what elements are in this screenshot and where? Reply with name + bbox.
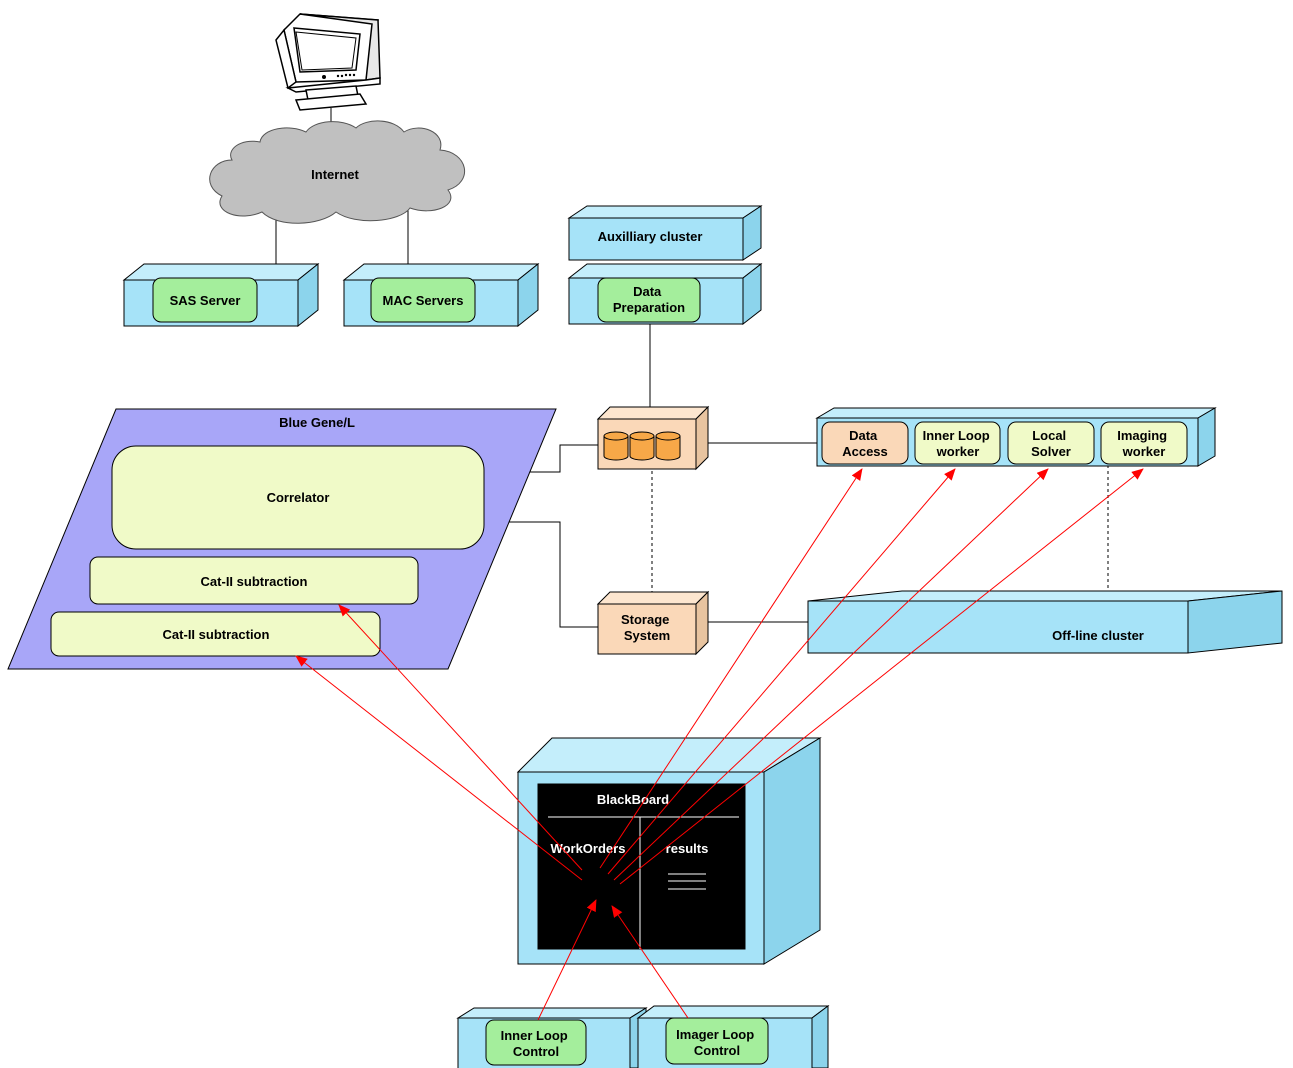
mac-servers-component (370, 277, 476, 323)
cat-subtraction-upper-label: Cat-II subtraction (201, 574, 308, 589)
data-access-line-1: Data (849, 428, 878, 443)
inner-loop-control-component (485, 1019, 587, 1066)
inner-loop-worker-label: Inner Loop worker (923, 428, 994, 459)
data-preparation-line-1: Data (633, 284, 662, 299)
workorder-arrows (295, 468, 1144, 1021)
sas-server-component (152, 277, 258, 323)
arrow-to-data-access (599, 468, 863, 869)
imaging-worker-component (1100, 421, 1188, 465)
arrow-to-local-solver (613, 468, 1049, 881)
imaging-worker-label: Imaging worker (1117, 428, 1170, 459)
local-solver-line-2: Solver (1031, 444, 1071, 459)
arrow-to-cat-upper (338, 604, 583, 871)
imaging-worker-line-2: worker (1122, 444, 1166, 459)
data-preparation-line-2: Preparation (613, 300, 685, 315)
blackboard-title: BlackBoard (597, 792, 669, 807)
imager-loop-control-line-2: Control (694, 1043, 740, 1058)
inner-loop-worker-line-1: Inner Loop (923, 428, 990, 443)
inner-loop-control-line-2: Control (513, 1044, 559, 1059)
storage-system-line-2: System (624, 628, 670, 643)
storage-disks-node (596, 405, 710, 471)
inner-loop-worker-line-2: worker (936, 444, 980, 459)
cloud-shape (209, 120, 465, 224)
imager-loop-control-line-1: Imager Loop (676, 1027, 754, 1042)
arrow-to-imaging-worker (619, 468, 1144, 885)
inner-loop-worker-component (914, 421, 1001, 465)
offline-cluster-label: Off-line cluster (1052, 628, 1144, 643)
cat-subtraction-lower-label: Cat-II subtraction (163, 627, 270, 642)
data-preparation-component (597, 277, 701, 323)
arrow-to-cat-lower (295, 655, 583, 881)
cat-subtraction-upper (89, 556, 419, 605)
internet-cloud: Internet (209, 120, 465, 224)
data-preparation-node: Data Preparation (567, 262, 763, 326)
arrow-to-inner-loop-worker (607, 468, 956, 875)
mac-servers-label: MAC Servers (383, 293, 464, 308)
sas-server-label: SAS Server (170, 293, 241, 308)
auxiliary-cluster-label: Auxilliary cluster (598, 229, 703, 244)
workorders-label: WorkOrders (551, 841, 626, 856)
data-access-component (821, 421, 909, 465)
compute-cluster-node: Data Access Inner Loop worker Local Solv… (815, 407, 1217, 467)
arrow-from-inner-loop-control (537, 899, 597, 1021)
monitor-icon (275, 13, 381, 111)
local-solver-line-1: Local (1032, 428, 1066, 443)
blackboard-node: BlackBoard WorkOrders results (516, 737, 822, 965)
data-preparation-label: Data Preparation (613, 284, 685, 315)
results-list-icon (668, 873, 706, 890)
mac-servers-node: MAC Servers (342, 262, 540, 328)
storage-system-line-1: Storage (621, 612, 669, 627)
data-access-label: Data Access (842, 428, 888, 459)
arrow-from-imager-loop-control (611, 905, 689, 1019)
bluegene-node: Blue Gene/L Correlator Cat-II subtractio… (7, 408, 557, 670)
imager-loop-control-component (665, 1017, 769, 1065)
correlator-to-storage-system-line (484, 521, 598, 628)
disk-icon (603, 431, 681, 461)
storage-system-node: Storage System (596, 590, 710, 656)
local-solver-component (1007, 421, 1095, 465)
imager-loop-control-label: Imager Loop Control (676, 1027, 758, 1058)
imager-loop-control-node: Imager Loop Control (636, 1005, 830, 1068)
inner-loop-control-label: Inner Loop Control (501, 1028, 572, 1059)
internet-label: Internet (311, 167, 359, 182)
imaging-worker-line-1: Imaging (1117, 428, 1167, 443)
bluegene-title: Blue Gene/L (279, 415, 355, 430)
sas-server-node: SAS Server (122, 262, 320, 328)
local-solver-label: Local Solver (1031, 428, 1071, 459)
data-access-line-2: Access (842, 444, 888, 459)
correlator-component (111, 445, 485, 550)
auxiliary-cluster-node: Auxilliary cluster (567, 205, 763, 261)
cat-subtraction-lower (50, 611, 381, 657)
correlator-label: Correlator (267, 490, 330, 505)
offline-cluster-node: Off-line cluster (807, 590, 1283, 654)
storage-system-label: Storage System (621, 612, 673, 643)
inner-loop-control-line-1: Inner Loop (501, 1028, 568, 1043)
inner-loop-control-node: Inner Loop Control (456, 1007, 648, 1068)
results-label: results (666, 841, 709, 856)
